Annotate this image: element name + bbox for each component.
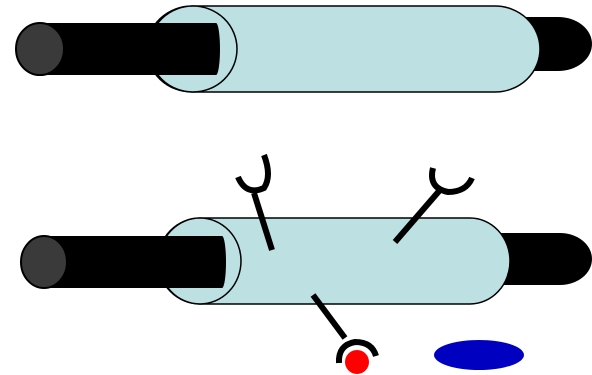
rod-left-top (40, 23, 216, 75)
rod-end-top (15, 22, 65, 76)
rod-assembly-bottom (20, 153, 592, 374)
arm-bottom-stem (310, 293, 348, 340)
arm-right-stem (392, 188, 443, 244)
rod-assembly-top (15, 5, 592, 93)
rod-left-bottom-cap (218, 236, 226, 288)
arm-left (235, 153, 275, 251)
arm-right (392, 167, 475, 244)
blue-marker (434, 340, 524, 370)
arm-right-fork-icon (429, 167, 475, 196)
arm-bottom-cup-icon (335, 338, 379, 364)
rod-left-top-cap (212, 23, 220, 75)
rod-left-bottom (44, 236, 222, 288)
arm-left-stem (251, 192, 275, 251)
rod-end-bottom (20, 235, 68, 289)
red-marker (345, 350, 369, 374)
arm-left-fork-icon (235, 153, 271, 194)
rod-right-bottom (500, 233, 592, 285)
arm-bottom (310, 293, 379, 374)
